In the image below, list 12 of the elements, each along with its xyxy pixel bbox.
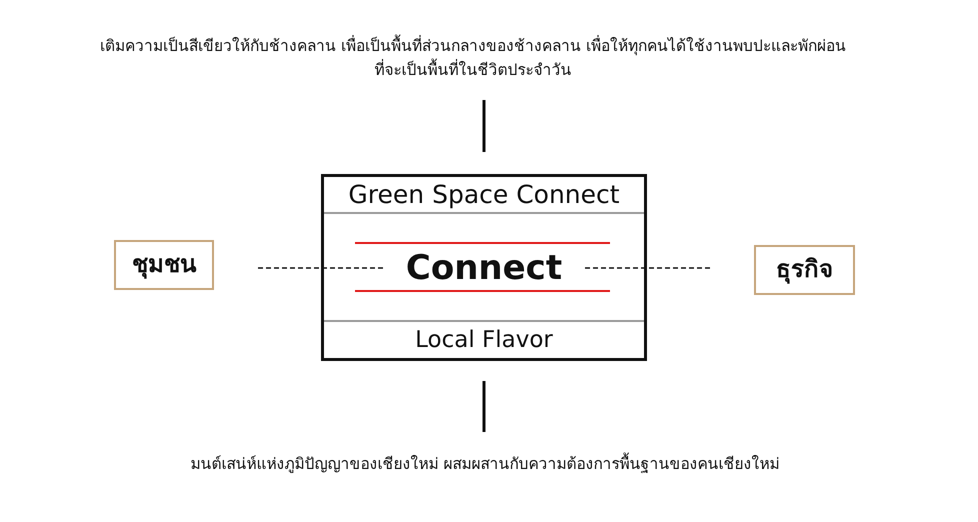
outlined-box [321,174,647,361]
header-band: Green Space Connect [324,177,644,214]
footer-band: Local Flavor [324,320,644,358]
dashed-line [585,267,712,269]
label-box: ชุมชน [114,240,214,290]
label-box: ธุรกิจ [754,245,855,295]
center-title: Connect [383,246,585,290]
connector-line [482,100,486,152]
dashed-line [258,267,383,269]
connector-line [482,381,486,432]
description-text: เติมความเป็นสีเขียวให้กับช้างคลาน เพื่อเป็นพื้นที่ส่วนกลางของช้างคลาน เพื่อให้ทุกคนได้ใช้งานพบปะและพักผ่อนที่จะเป็นพื้นที่ในชีวิตประจำวัน [98,34,848,82]
description-text: มนต์เสน่ห์แห่งภูมิปัญญาของเชียงใหม่ ผสมผสานกับความต้องการพื้นฐานของคนเชียงใหม่ [190,452,780,476]
